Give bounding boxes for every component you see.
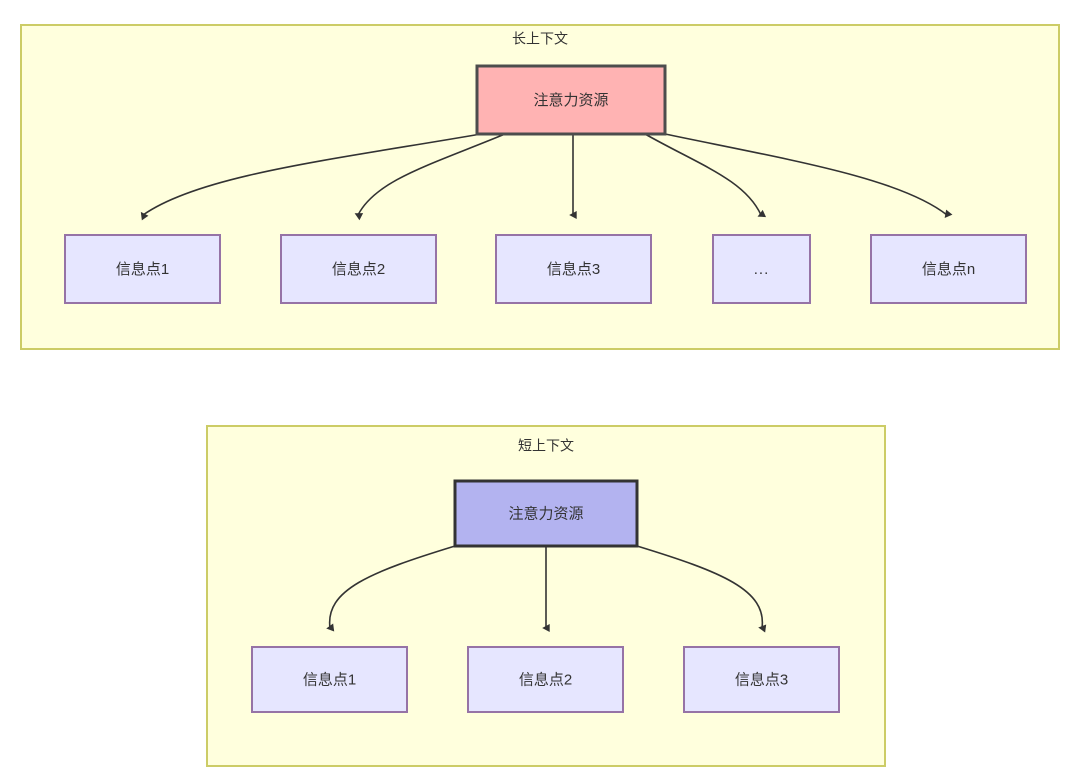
node-box-info-point-3[interactable] xyxy=(495,234,652,304)
node-label-info-point-s1: 信息点1 xyxy=(303,671,356,688)
node-label-info-point-n: 信息点n xyxy=(922,261,975,278)
edge-edge-long-4 xyxy=(644,133,767,218)
node-label-info-point-3: 信息点3 xyxy=(547,261,600,278)
node-label-info-point-s2: 信息点2 xyxy=(519,671,572,688)
node-box-attention-resource-long[interactable] xyxy=(475,64,667,136)
edge-edge-long-2 xyxy=(354,133,506,221)
node-label-info-point-1: 信息点1 xyxy=(116,261,169,278)
edge-edge-short-1 xyxy=(326,545,456,632)
edge-edge-long-5 xyxy=(664,133,953,218)
node-label-attention-resource-short: 注意力资源 xyxy=(508,504,583,522)
node-label-info-point-s3: 信息点3 xyxy=(735,671,788,688)
edge-edge-short-3 xyxy=(636,545,767,633)
node-label-info-point-ellipsis: ... xyxy=(754,261,770,278)
node-box-info-point-1[interactable] xyxy=(64,234,221,304)
node-box-info-point-s2[interactable] xyxy=(467,646,624,713)
panel-title-long-context: 长上下文 xyxy=(512,31,568,47)
panel-title-short-context: 短上下文 xyxy=(518,438,574,454)
node-box-info-point-s3[interactable] xyxy=(683,646,840,713)
node-label-info-point-2: 信息点2 xyxy=(332,261,385,278)
node-box-info-point-n[interactable] xyxy=(870,234,1027,304)
node-box-info-point-s1[interactable] xyxy=(251,646,408,713)
node-box-attention-resource-short[interactable] xyxy=(453,479,639,548)
node-label-attention-resource-long: 注意力资源 xyxy=(533,91,608,109)
node-box-info-point-ellipsis[interactable] xyxy=(712,234,811,304)
edge-edge-long-1 xyxy=(140,133,482,221)
node-box-info-point-2[interactable] xyxy=(280,234,437,304)
